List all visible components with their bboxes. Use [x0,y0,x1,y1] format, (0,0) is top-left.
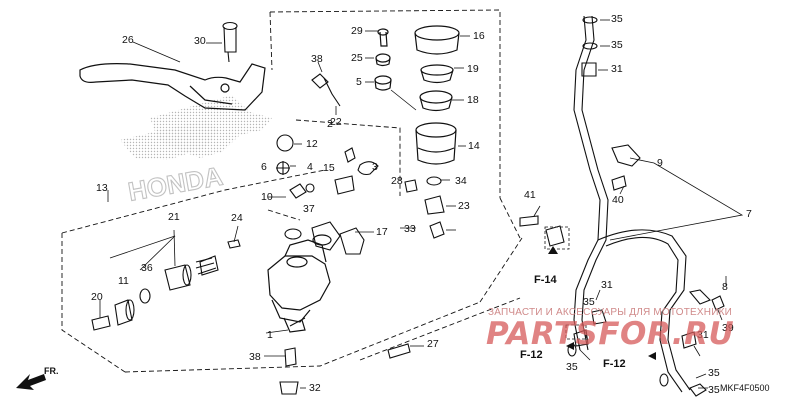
callout-10: 10 [261,191,273,203]
callout-32: 32 [309,382,321,394]
callout-19: 19 [467,63,479,75]
callout-20: 20 [91,291,103,303]
master-cylinder-body [267,234,332,333]
callout-35-a: 35 [611,13,623,25]
callout-7: 7 [746,208,752,220]
callout-18: 18 [467,94,479,106]
callout-13: 13 [96,182,108,194]
callout-25: 25 [351,52,363,64]
watermark-tagline: ЗАПЧАСТИ И АКСЕССУАРЫ ДЛЯ МОТОТЕХНИКИ [488,307,733,318]
callout-36: 36 [141,262,153,274]
callout-14: 14 [468,140,480,152]
callout-30: 30 [194,35,206,47]
callout-11: 11 [118,275,129,287]
callout-35-d: 35 [566,361,578,373]
callout-34: 34 [455,175,467,187]
callout-35-f: 35 [708,384,720,396]
callout-31-a: 31 [611,63,623,75]
callout-27: 27 [427,338,439,350]
callout-41: 41 [524,189,536,201]
diagram-code: MKF4F0500 [720,383,770,393]
callout-21: 21 [168,211,180,223]
callout-37: 37 [303,203,315,215]
callout-23: 23 [458,200,470,212]
callout-1: 1 [267,329,273,341]
callout-26: 26 [122,34,134,46]
ref-f12-right: F-12 [603,358,626,370]
svg-text:HONDA: HONDA [126,161,225,207]
callout-8: 8 [722,281,728,293]
callout-31-b: 31 [601,279,613,291]
callout-15: 15 [323,162,335,174]
callout-4: 4 [307,161,313,173]
callout-40: 40 [612,194,624,206]
callout-6: 6 [261,161,267,173]
callout-35-e: 35 [708,367,720,379]
ref-arrow-icon [548,246,656,360]
brake-hoses [573,15,711,397]
callout-17: 17 [376,226,388,238]
callout-33: 33 [404,223,416,235]
callout-35-c: 35 [583,296,595,308]
callout-31-c: 31 [697,329,709,341]
front-label: FR. [44,366,59,376]
callout-12: 12 [306,138,318,150]
brake-lever [79,63,266,111]
honda-wing-logo-icon: HONDA [120,95,272,207]
callout-28: 28 [391,175,403,187]
callout-39: 39 [722,322,734,334]
callout-38-b: 38 [249,351,261,363]
callout-24: 24 [231,212,243,224]
callout-5: 5 [356,76,362,88]
callout-35-b: 35 [611,39,623,51]
callout-22: 22 [330,116,342,128]
callout-29: 29 [351,25,363,37]
ref-f12-left: F-12 [520,349,543,361]
watermark-brand: PARTSFOR.RU [486,316,735,352]
front-arrow-icon [16,374,46,390]
callout-2: 2 [327,118,333,130]
callout-16: 16 [473,30,485,42]
ref-f14: F-14 [534,274,557,286]
callout-9: 9 [657,157,663,169]
callout-3: 3 [372,161,378,173]
callout-38-a: 38 [311,53,323,65]
